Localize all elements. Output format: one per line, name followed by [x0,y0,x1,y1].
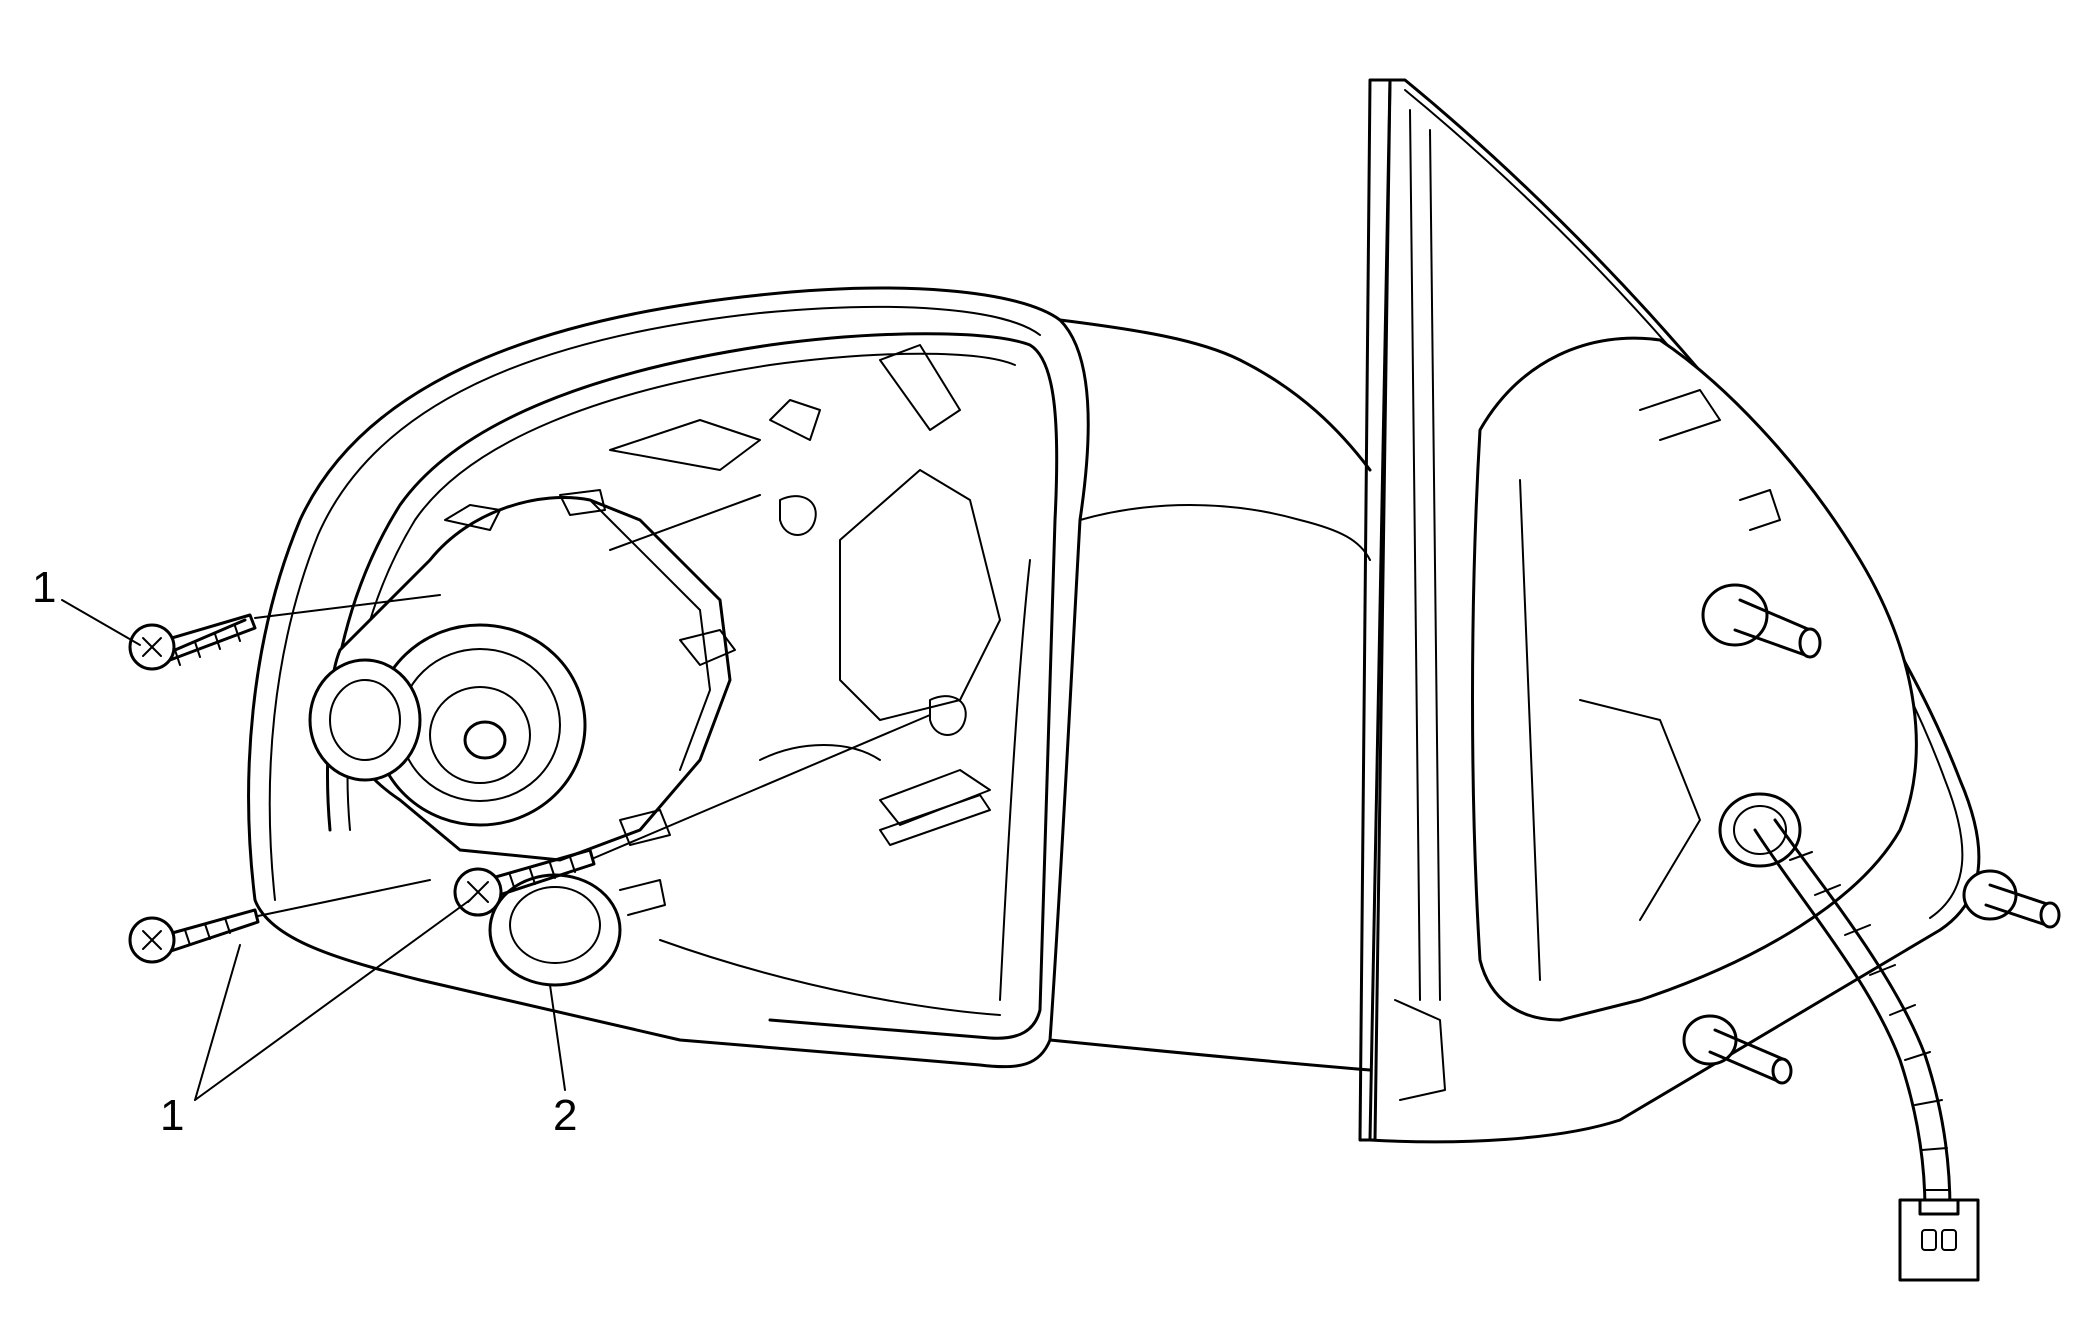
electrical-connector-icon [1898,1198,1980,1282]
alignment-lines [254,494,931,917]
mounting-stud [1682,1014,1793,1085]
callout-label-screw-upper: 1 [32,563,56,612]
screw-lower-left [128,908,260,964]
wire-harness-icon [1753,818,1952,1212]
callout-leaders [61,599,566,1101]
callout-label-screw-lower: 1 [160,1091,184,1140]
mirror-glass-frame [1358,78,2061,1144]
mounting-stud [1962,869,2061,929]
mounting-stud [1701,583,1822,659]
mirror-actuator [308,489,736,987]
mirror-housing [247,286,1372,1072]
screw-upper [128,613,257,671]
callout-label-actuator: 2 [553,1091,577,1140]
